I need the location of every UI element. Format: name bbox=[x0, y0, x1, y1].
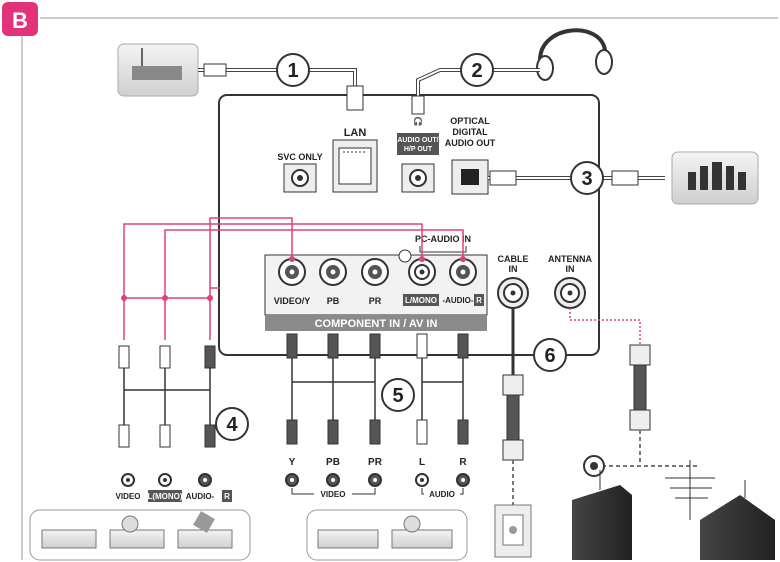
comp-audio-label: AUDIO bbox=[429, 490, 455, 499]
disc-player-icon bbox=[391, 515, 453, 549]
svg-text:5: 5 bbox=[392, 385, 403, 407]
lan-port bbox=[332, 139, 378, 193]
dvd-player-icon bbox=[41, 529, 97, 549]
disc-player-icon bbox=[109, 515, 165, 549]
av-video-label: VIDEO bbox=[116, 492, 141, 501]
antenna-in-port bbox=[554, 277, 586, 309]
av-rca-cable-bottom bbox=[118, 424, 216, 448]
audio-label: -AUDIO- bbox=[442, 296, 473, 305]
svc-label: SVC ONLY bbox=[277, 152, 322, 162]
svg-text:3: 3 bbox=[581, 168, 592, 190]
av-device-jacks bbox=[121, 473, 212, 487]
callout-4: 4 bbox=[215, 407, 249, 441]
antenna-icon bbox=[665, 460, 715, 520]
router-icon bbox=[117, 43, 199, 97]
callout-3: 3 bbox=[570, 161, 604, 195]
coax-cable-cable bbox=[502, 308, 524, 505]
r-label: R bbox=[476, 296, 482, 305]
component-bar bbox=[265, 315, 487, 331]
headphone-symbol: 🎧 bbox=[413, 116, 423, 126]
cable-in-port bbox=[497, 277, 529, 309]
svg-text:IN: IN bbox=[509, 264, 518, 274]
l-mono-label: L/MONO bbox=[405, 296, 437, 305]
lan-label: LAN bbox=[344, 127, 367, 139]
pc-audio-in-label: PC-AUDIO IN bbox=[415, 234, 471, 244]
coax-cable-antenna bbox=[569, 308, 651, 465]
antenna-in-label: ANTENNA IN bbox=[548, 254, 592, 274]
svg-text:4: 4 bbox=[226, 414, 238, 436]
av-rca-cable-top bbox=[118, 345, 216, 369]
optical-label: OPTICAL DIGITAL AUDIO OUT bbox=[445, 116, 496, 148]
video-y-label: VIDEO/Y bbox=[274, 296, 311, 306]
optical-port bbox=[451, 159, 489, 195]
component-bar-label: COMPONENT IN / AV IN bbox=[315, 318, 438, 330]
callout-2: 2 bbox=[460, 53, 494, 87]
comp-video-label: VIDEO bbox=[321, 490, 346, 499]
component-devices-box bbox=[306, 509, 468, 561]
svg-text:H/P OUT: H/P OUT bbox=[404, 146, 433, 153]
jack-l-mono bbox=[408, 258, 436, 286]
jack-pr bbox=[361, 258, 389, 286]
svg-text:1: 1 bbox=[287, 60, 298, 82]
svg-text:AUDIO OUT/: AUDIO OUT/ bbox=[397, 137, 438, 144]
dvd-player-icon bbox=[317, 529, 379, 549]
callout-5: 5 bbox=[381, 378, 415, 412]
jack-video-y bbox=[278, 258, 306, 286]
jack-audio-r bbox=[449, 258, 477, 286]
av-r-label: R bbox=[224, 492, 230, 501]
svg-text:AUDIO OUT: AUDIO OUT bbox=[445, 138, 496, 148]
av-lmono-label: L(MONO) bbox=[147, 492, 182, 501]
svg-text:OPTICAL: OPTICAL bbox=[450, 116, 490, 126]
av-devices-box bbox=[29, 509, 251, 561]
vcr-icon bbox=[177, 511, 233, 549]
comp-r-label: R bbox=[459, 457, 467, 468]
callout-6: 6 bbox=[533, 338, 567, 372]
apartment-building-icon bbox=[572, 470, 632, 560]
svg-text:CABLE: CABLE bbox=[498, 254, 529, 264]
svg-text:B: B bbox=[12, 8, 28, 33]
pr-label: PR bbox=[369, 296, 382, 306]
comp-l-label: L bbox=[419, 457, 425, 468]
comp-pr-label: PR bbox=[368, 457, 383, 468]
svg-text:DIGITAL: DIGITAL bbox=[452, 127, 488, 137]
component-rca-cable-bottom bbox=[286, 419, 469, 445]
speaker-system-icon bbox=[671, 151, 759, 205]
component-device-jacks bbox=[285, 473, 470, 487]
svg-text:IN: IN bbox=[566, 264, 575, 274]
section-badge: B bbox=[2, 2, 38, 36]
wall-outlet-icon bbox=[494, 504, 532, 558]
svc-port bbox=[283, 163, 317, 193]
jack-pb bbox=[319, 258, 347, 286]
audio-out-label: AUDIO OUT/ H/P OUT bbox=[397, 133, 439, 155]
comp-y-label: Y bbox=[289, 457, 296, 468]
cable-in-label: CABLE IN bbox=[498, 254, 529, 274]
av-audio-label: AUDIO- bbox=[186, 492, 215, 501]
callout-1: 1 bbox=[276, 53, 310, 87]
headphone-port bbox=[401, 163, 435, 193]
comp-pb-label: PB bbox=[326, 457, 340, 468]
pb-label: PB bbox=[327, 296, 340, 306]
satellite-dish-icon bbox=[583, 455, 605, 477]
svg-text:ANTENNA: ANTENNA bbox=[548, 254, 592, 264]
svg-text:6: 6 bbox=[544, 345, 555, 367]
headphones-icon bbox=[536, 28, 613, 81]
svg-text:2: 2 bbox=[471, 60, 482, 82]
house-icon bbox=[700, 480, 775, 560]
